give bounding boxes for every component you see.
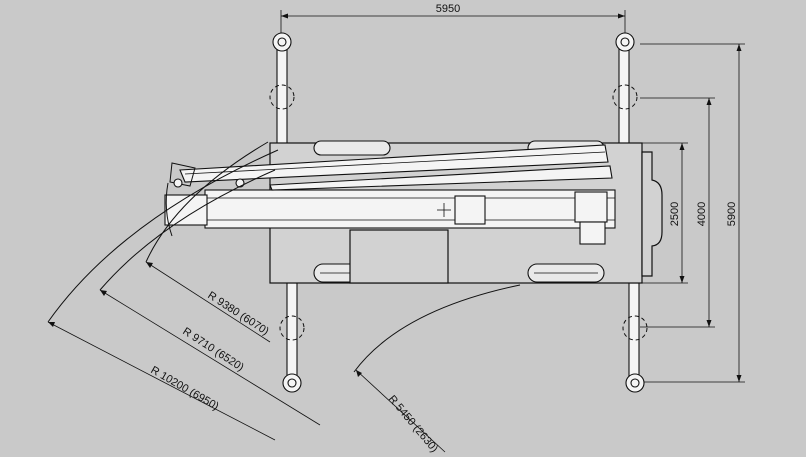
radius-arcs xyxy=(47,141,521,373)
dimension-label-5950: 5950 xyxy=(436,3,460,15)
dimension-label-5900: 5900 xyxy=(726,202,738,226)
radius-labels: R 9380 (6070) R 9710 (6520) R 10200 (695… xyxy=(47,261,446,455)
dimension-label-2500: 2500 xyxy=(669,202,681,226)
radius-label-5450: R 5450 (2630) xyxy=(386,393,440,455)
radius-label-9380: R 9380 (6070) xyxy=(205,289,271,337)
radius-label-9710: R 9710 (6520) xyxy=(180,325,246,373)
radius-label-10200: R 10200 (6950) xyxy=(149,364,221,413)
dimension-right: 5900 4000 2500 xyxy=(640,43,745,383)
dimension-label-4000: 4000 xyxy=(696,202,708,226)
dimension-top: 5950 xyxy=(280,3,626,40)
boom xyxy=(164,144,616,245)
